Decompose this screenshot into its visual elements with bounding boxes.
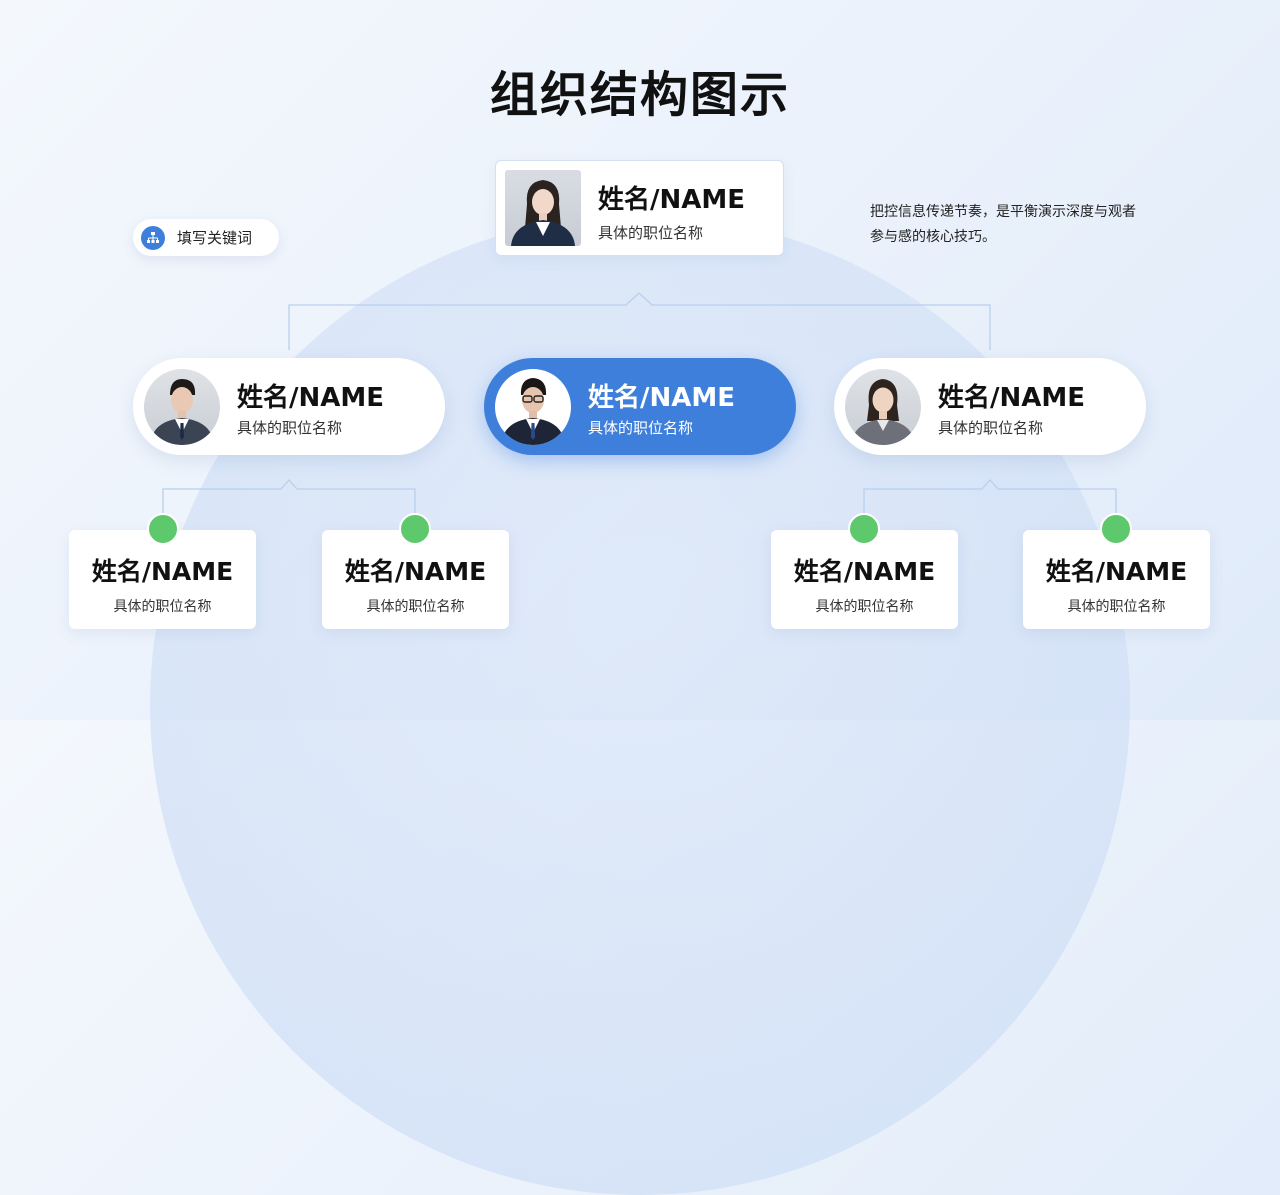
- person-role: 具体的职位名称: [1067, 599, 1166, 615]
- person-name: 姓名/NAME: [91, 557, 234, 586]
- avatar: [845, 369, 921, 445]
- person-name: 姓名/NAME: [344, 557, 487, 586]
- connector-right: [863, 479, 1117, 530]
- middle-person-card-3[interactable]: 姓名/NAME 具体的职位名称: [834, 358, 1146, 455]
- person-role: 具体的职位名称: [588, 419, 694, 437]
- person-role: 具体的职位名称: [366, 599, 465, 615]
- leaf-person-card-2[interactable]: 姓名/NAME 具体的职位名称: [322, 530, 509, 629]
- person-name: 姓名/NAME: [588, 383, 736, 413]
- connector-top: [288, 292, 991, 350]
- connector-lines: [162, 292, 1117, 530]
- person-name: 姓名/NAME: [598, 185, 746, 215]
- connector-left: [162, 479, 416, 530]
- avatar: [495, 369, 571, 445]
- leaf-person-card-1[interactable]: 姓名/NAME 具体的职位名称: [69, 530, 256, 629]
- avatar: [505, 170, 581, 246]
- person-role: 具体的职位名称: [815, 599, 914, 615]
- leaf-person-card-4[interactable]: 姓名/NAME 具体的职位名称: [1023, 530, 1210, 629]
- leaf-person-card-3[interactable]: 姓名/NAME 具体的职位名称: [771, 530, 958, 629]
- page-title: 组织结构图示: [489, 67, 790, 123]
- leaf-dot-3: [848, 513, 880, 545]
- keyword-pill[interactable]: 填写关键词: [133, 219, 279, 256]
- person-role: 具体的职位名称: [598, 224, 704, 242]
- leaf-dot-4: [1100, 513, 1132, 545]
- description-text: 把控信息传递节奏，是平衡演示深度与观者参与感的核心技巧。: [870, 204, 1136, 245]
- leaf-dot-2: [399, 513, 431, 545]
- avatar: [144, 369, 220, 445]
- middle-person-card-1[interactable]: 姓名/NAME 具体的职位名称: [133, 358, 445, 455]
- person-role: 具体的职位名称: [113, 599, 212, 615]
- person-role: 具体的职位名称: [938, 419, 1044, 437]
- person-name: 姓名/NAME: [938, 383, 1086, 413]
- person-role: 具体的职位名称: [237, 419, 343, 437]
- middle-person-card-2[interactable]: 姓名/NAME 具体的职位名称: [484, 358, 796, 455]
- person-name: 姓名/NAME: [1045, 557, 1188, 586]
- leaf-dot-1: [147, 513, 179, 545]
- person-name: 姓名/NAME: [793, 557, 936, 586]
- keyword-label: 填写关键词: [177, 229, 253, 247]
- person-name: 姓名/NAME: [237, 383, 385, 413]
- org-chart-icon: [141, 225, 165, 250]
- top-person-card[interactable]: 姓名/NAME 具体的职位名称: [495, 160, 784, 256]
